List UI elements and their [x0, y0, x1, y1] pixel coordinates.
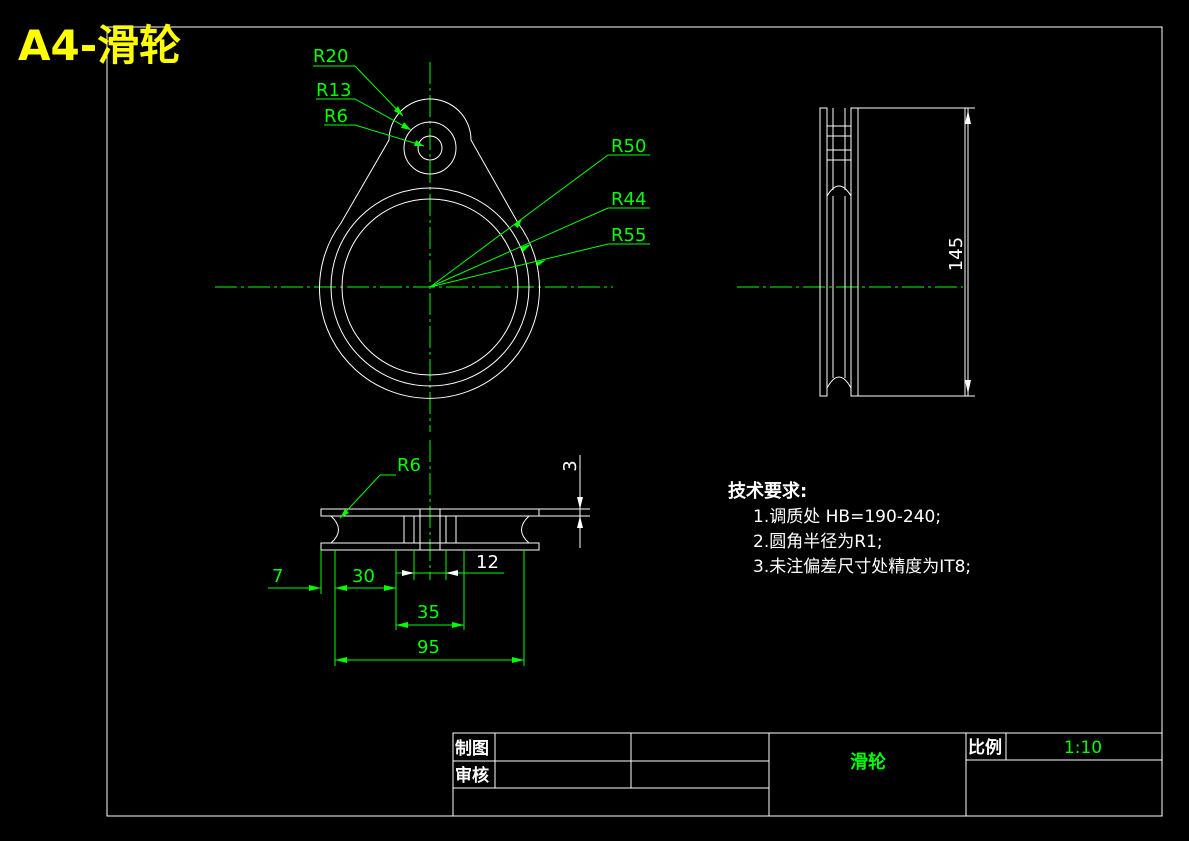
tb-checked-label: 审核: [455, 765, 489, 786]
label-145: 145: [946, 237, 967, 271]
outer-profile: [319, 98, 540, 399]
label-30: 30: [352, 566, 375, 587]
sheet-title: A4-滑轮: [18, 21, 181, 70]
label-r13: R13: [316, 80, 351, 101]
tb-scale-value: 1:10: [1064, 738, 1102, 758]
leader-r20: [313, 65, 404, 117]
side-flange-right: [850, 107, 859, 397]
tech-heading: 技术要求:: [728, 480, 807, 502]
tech-requirements: 技术要求: 1.调质处 HB=190-240; 2.圆角半径为R1; 3.未注偏…: [728, 480, 971, 577]
leader-r55: [429, 243, 650, 288]
arrow-r6-front: [414, 140, 424, 146]
leader-r13: [316, 98, 412, 131]
arrow-r20: [394, 106, 403, 116]
leader-r44: [429, 207, 650, 288]
tech-item-1: 1.调质处 HB=190-240;: [753, 507, 941, 527]
groove-inner-circle: [341, 198, 519, 376]
tb-scale-label: 比例: [968, 737, 1002, 758]
leader-r6-front: [324, 124, 425, 147]
label-r20: R20: [313, 46, 348, 67]
label-r44: R44: [611, 189, 646, 210]
hub-hole-r6: [417, 135, 443, 161]
arrow-r44: [521, 244, 531, 252]
leader-r50: [429, 154, 650, 288]
tb-drawn-label: 制图: [455, 738, 489, 759]
arrow-r50: [514, 219, 522, 228]
title-block: [452, 732, 1163, 817]
bottom-flange-top: [320, 508, 540, 517]
label-r6-bottom: R6: [397, 455, 421, 476]
side-flange-left: [819, 107, 828, 397]
bottom-flange-bottom: [320, 542, 540, 551]
front-view: [215, 62, 650, 432]
hub-circle-r13: [403, 121, 457, 175]
label-35: 35: [417, 602, 440, 623]
tech-item-3: 3.未注偏差尺寸处精度为IT8;: [753, 557, 971, 577]
arrow-r55: [536, 260, 546, 266]
side-view: [737, 107, 975, 397]
label-r55: R55: [611, 225, 646, 246]
label-7: 7: [272, 566, 283, 587]
label-12: 12: [476, 552, 499, 573]
arrow-r13: [401, 122, 411, 130]
bottom-view: [268, 440, 590, 666]
tech-item-2: 2.圆角半径为R1;: [753, 532, 883, 552]
groove-outer-circle: [330, 187, 530, 387]
tb-part-name: 滑轮: [850, 751, 886, 773]
label-r6-front: R6: [324, 106, 348, 127]
label-3: 3: [560, 460, 581, 471]
label-r50: R50: [611, 136, 646, 157]
label-95: 95: [417, 637, 440, 658]
